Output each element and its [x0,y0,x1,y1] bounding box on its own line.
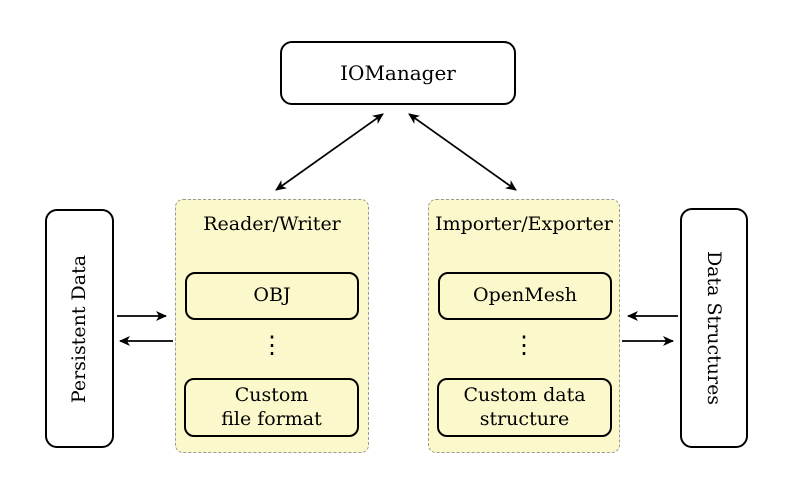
custom-data-structure-line2: structure [479,407,570,430]
node-obj: OBJ [185,272,359,320]
importer-exporter-ellipsis: ⋮ [512,331,536,359]
arrow-iomanager-readerwriter [275,113,384,191]
reader-writer-title: Reader/Writer [203,213,341,235]
node-data-structures: Data Structures [680,208,748,448]
node-openmesh: OpenMesh [438,272,612,320]
iomanager-label: IOManager [340,61,456,85]
node-custom-file-format: Custom file format [184,378,359,437]
importer-exporter-title: Importer/Exporter [435,213,613,235]
custom-file-format-line1: Custom [234,383,309,406]
openmesh-label: OpenMesh [473,284,577,307]
persistent-data-label: Persistent Data [68,254,91,403]
arrow-iomanager-importerexporter [408,113,517,191]
data-structures-label: Data Structures [703,250,725,406]
reader-writer-ellipsis: ⋮ [260,331,284,359]
panel-importer-exporter: Importer/Exporter OpenMesh ⋮ Custom data… [428,199,620,453]
node-iomanager: IOManager [280,41,516,105]
custom-file-format-line2: file format [221,407,322,430]
obj-label: OBJ [253,284,291,307]
node-custom-data-structure: Custom data structure [437,378,612,437]
panel-reader-writer: Reader/Writer OBJ ⋮ Custom file format [175,199,369,453]
custom-data-structure-line1: Custom data [463,383,586,406]
node-persistent-data: Persistent Data [45,209,114,448]
